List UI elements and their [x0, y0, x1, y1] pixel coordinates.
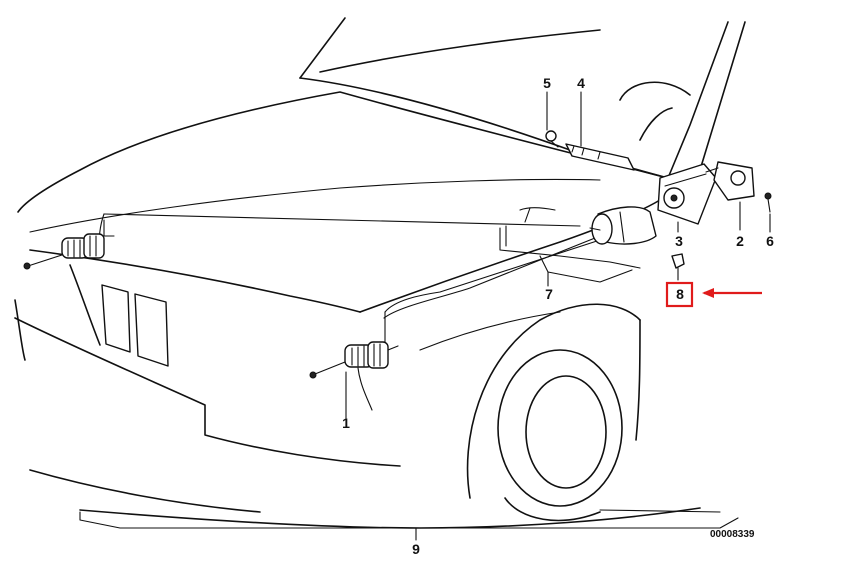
callout-6: 6: [766, 233, 774, 249]
callout-7: 7: [545, 286, 553, 302]
callout-5: 5: [543, 75, 551, 91]
screw: [764, 192, 772, 213]
small-nozzle: [671, 253, 685, 281]
callout-3: 3: [675, 233, 683, 249]
highlight-marker: [665, 281, 762, 308]
callout-2: 2: [736, 233, 744, 249]
washer-pump: [589, 206, 657, 245]
washer-nozzle-left: [23, 233, 105, 270]
washer-hose-lines: [98, 207, 641, 346]
callout-4: 4: [577, 75, 585, 91]
motor-cover: [705, 161, 755, 201]
leader-lines: [79, 91, 771, 541]
mounting-bracket: [657, 163, 717, 225]
callout-1: 1: [342, 415, 350, 431]
callout-9: 9: [412, 541, 420, 557]
grommet: [545, 130, 559, 148]
car-body-outline: [14, 17, 746, 529]
reference-code: 00008339: [710, 529, 755, 540]
part-callouts: 1 2 3 4 5 6 7 8 9: [342, 75, 774, 557]
arrow-head-icon: [702, 288, 714, 298]
highlight-box: [665, 281, 694, 308]
callout-8: 8: [676, 286, 684, 302]
wiper-arm: [565, 143, 635, 171]
washer-nozzle-front: [309, 341, 399, 411]
